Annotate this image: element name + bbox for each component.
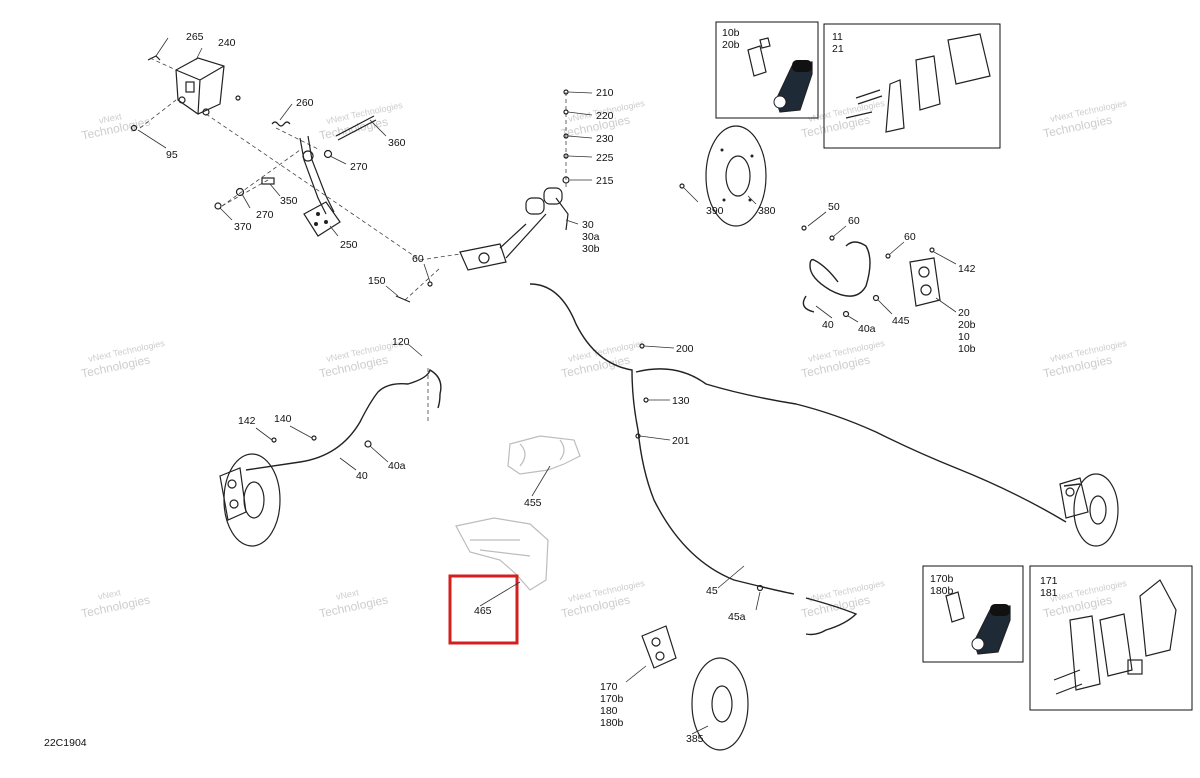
brake-pad-kit-box-bottom [1029,565,1193,711]
svg-text:vNext: vNext [335,587,360,602]
callout-370: 370 [234,221,252,233]
svg-text:vNext: vNext [97,587,122,602]
callout-225: 225 [596,152,614,164]
front-right-caliper [801,225,941,318]
callout-171: 171 [1040,575,1058,587]
callout-201: 201 [672,435,690,447]
callout-60: 60 [904,231,916,243]
watermark: vNext Technologies Technologies [560,578,646,621]
watermark: vNext Technologies Technologies [318,100,404,143]
main-brake-lines [529,283,1081,636]
callout-95: 95 [166,149,178,161]
watermark: vNext Technologies Technologies [560,338,646,381]
callout-210: 210 [596,87,614,99]
callout-385: 385 [686,733,704,745]
callout-265: 265 [186,31,204,43]
callout-45: 45 [706,585,718,597]
callout-20: 20 [958,307,970,319]
callout-120: 120 [392,336,410,348]
pedal-assembly [130,55,461,301]
watermark: vNext Technologies Technologies [1042,98,1128,141]
leader-lines [137,37,957,735]
callout-180: 180 [600,705,618,717]
callout-380: 380 [758,205,776,217]
callout-40: 40 [356,470,368,482]
callout-180b: 180b [600,717,624,729]
callout-170b: 170b [600,693,624,705]
callout-140: 140 [274,413,292,425]
watermark: vNext Technologies Technologies [800,338,886,381]
callout-220: 220 [596,110,614,122]
bleeder-kit-box-bottom [922,565,1024,663]
callout-455: 455 [524,497,542,509]
callout-270: 270 [350,161,368,173]
watermark: vNext Technologies [318,587,389,620]
callout-170b: 170b [930,573,954,585]
callout-142: 142 [958,263,976,275]
watermark: vNext Technologies Technologies [800,98,886,141]
callout-10: 10 [958,331,970,343]
callout-20b: 20b [722,39,740,51]
callout-150: 150 [368,275,386,287]
callout-11: 11 [832,31,843,43]
callout-170: 170 [600,681,618,693]
callout-20b: 20b [958,319,976,331]
callout-230: 230 [596,133,614,145]
callout-30b: 30b [582,243,600,255]
watermark: vNext Technologies [80,111,151,143]
callout-45a: 45a [728,611,746,623]
callout-50: 50 [828,201,840,213]
watermark: vNext Technologies [80,587,151,620]
callout-10b: 10b [722,27,740,39]
callout-40a: 40a [388,460,406,472]
watermark: vNext Technologies Technologies [80,338,166,381]
brake-pad-kit-box-top [823,23,1001,149]
diagram-code: 22C1904 [44,737,87,749]
callout-60: 60 [412,253,424,265]
callout-21: 21 [832,43,844,55]
callout-250: 250 [340,239,358,251]
callout-360: 360 [388,137,406,149]
callout-10b: 10b [958,343,976,355]
callout-445: 445 [892,315,910,327]
callout-labels: 265 240 260 95 360 270 270 350 370 250 2… [44,27,1058,749]
callout-180b: 180b [930,585,954,597]
front-left-brake-assembly [219,368,442,547]
callout-142: 142 [238,415,256,427]
svg-text:vNext: vNext [98,111,123,126]
callout-130: 130 [672,395,690,407]
watermark: vNext Technologies Technologies [1042,338,1128,381]
callout-30: 30 [582,219,594,231]
callout-200: 200 [676,343,694,355]
callout-40: 40 [822,319,834,331]
callout-260: 260 [296,97,314,109]
bracket-455 [507,435,581,475]
callout-40a: 40a [858,323,876,335]
rear-brake-assembly-bottom [641,625,749,751]
callout-350: 350 [280,195,298,207]
rear-right-brake-assembly [1059,473,1119,547]
callout-60: 60 [848,215,860,227]
bleeder-kit-box-top [715,21,819,119]
callout-465: 465 [474,605,492,617]
callout-270: 270 [256,209,274,221]
highlight-box-465 [448,574,519,645]
callout-30a: 30a [582,231,600,243]
guard-465 [448,517,549,645]
callout-181: 181 [1040,587,1058,599]
callout-240: 240 [218,37,236,49]
master-cylinder [395,89,570,303]
callout-215: 215 [596,175,614,187]
callout-390: 390 [706,205,724,217]
